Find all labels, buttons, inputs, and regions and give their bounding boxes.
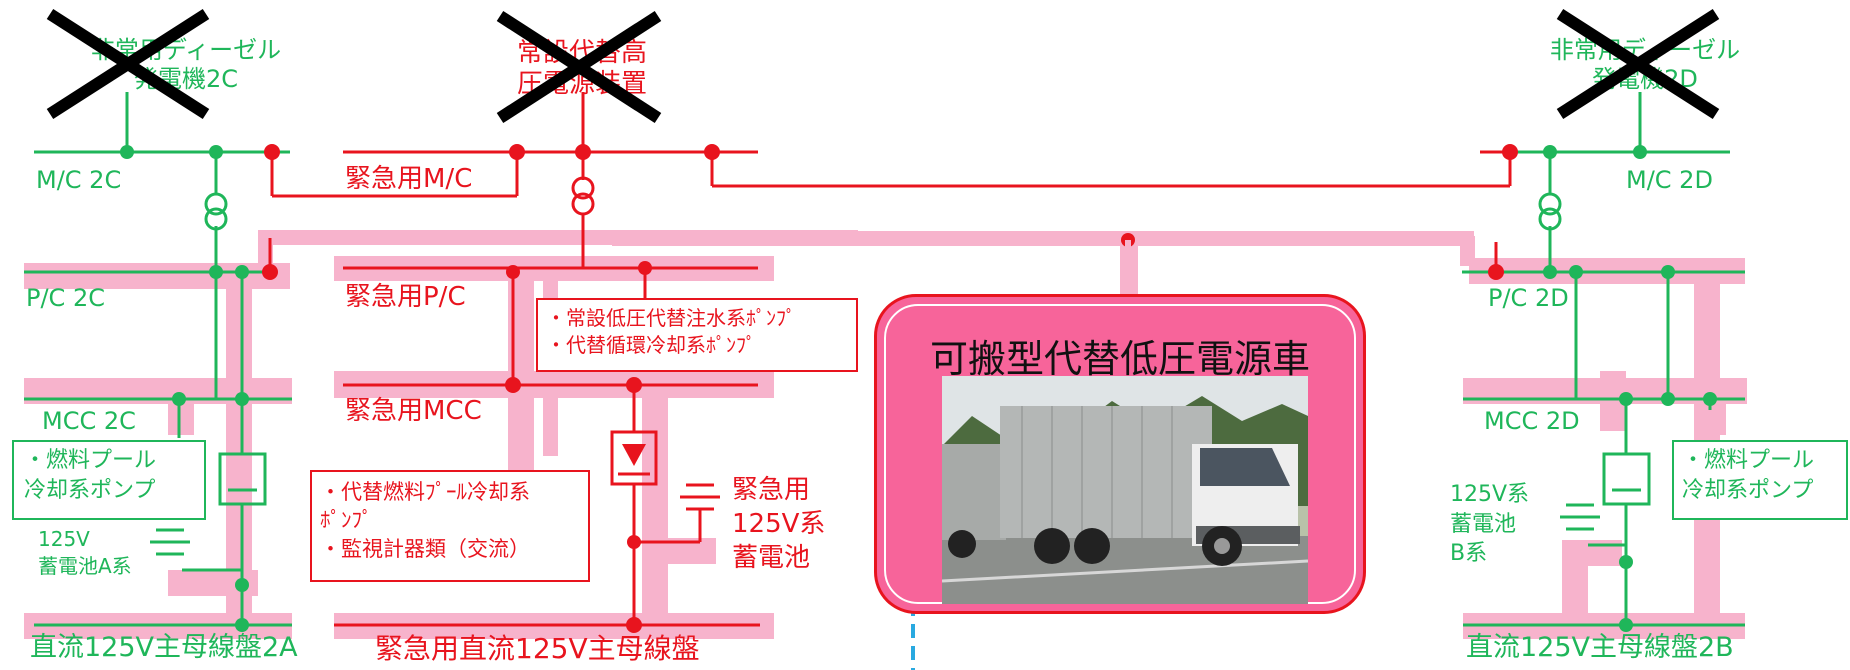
red-nodes [262,144,1518,633]
mc-em-label: 緊急用M/C [345,164,473,194]
mcc-2c-load-box: ・燃料プール 冷却系ポンプ [12,440,206,520]
battery-a-label: 125V 蓄電池A系 [38,527,132,578]
load-alt-spent-fuel-pool-cooling-cont: ﾎﾟﾝﾌﾟ [320,508,373,533]
pc-2c-label: P/C 2C [26,284,105,312]
truck-photo-illustration [942,376,1308,604]
mcc-2c-label: MCC 2C [42,407,136,435]
load-monitoring-instruments: ・監視計器類（交流） [320,536,530,561]
pc-em-load-box: ・常設低圧代替注水系ﾎﾟﾝﾌﾟ ・代替循環冷却系ﾎﾟﾝﾌﾟ [536,298,858,372]
load-alt-circulation-cooling-pump: ・代替循環冷却系ﾎﾟﾝﾌﾟ [546,333,756,357]
battery-em-label: 緊急用 125V系 蓄電池 [732,475,826,573]
dc-2b-label: 直流125V主母線盤2B [1466,632,1734,663]
mc-2d-label: M/C 2D [1626,166,1713,194]
dc-em-label: 緊急用直流125V主母線盤 [375,632,700,665]
green-nodes [120,145,1717,632]
battery-b-label: 125V系 蓄電池 B系 [1450,482,1530,567]
dc-2a-label: 直流125V主母線盤2A [30,632,298,663]
mcc-em-load-box: ・代替燃料ﾌﾟｰﾙ冷却系 ﾎﾟﾝﾌﾟ ・監視計器類（交流） [310,470,590,582]
pc-em-label: 緊急用P/C [345,282,466,312]
x-mark-dg-2c-b [46,8,210,120]
x-mark-hv-fixed-b [496,10,662,124]
mcc-2d-load-box: ・燃料プール 冷却系ポンプ [1672,440,1848,520]
load-fuel-pool-2c-pump: 冷却系ポンプ [24,477,156,503]
mc-2c-label: M/C 2C [36,166,122,194]
x-mark-dg-2d-b [1556,8,1720,120]
mcc-2d-label: MCC 2D [1484,407,1580,435]
pc-2d-label: P/C 2D [1488,284,1569,312]
power-supply-truck-photo [942,376,1308,604]
portable-power-vehicle-title: 可搬型代替低圧電源車 [929,337,1310,381]
load-fuel-pool-2d: ・燃料プール [1682,448,1815,473]
load-fuel-pool-2d-pump: 冷却系ポンプ [1682,477,1814,503]
mcc-em-label: 緊急用MCC [345,396,482,426]
load-alt-spent-fuel-pool-cooling: ・代替燃料ﾌﾟｰﾙ冷却系 [320,480,530,504]
load-low-pressure-injection-pump: ・常設低圧代替注水系ﾎﾟﾝﾌﾟ [546,306,796,330]
load-fuel-pool-2c: ・燃料プール [24,448,157,473]
